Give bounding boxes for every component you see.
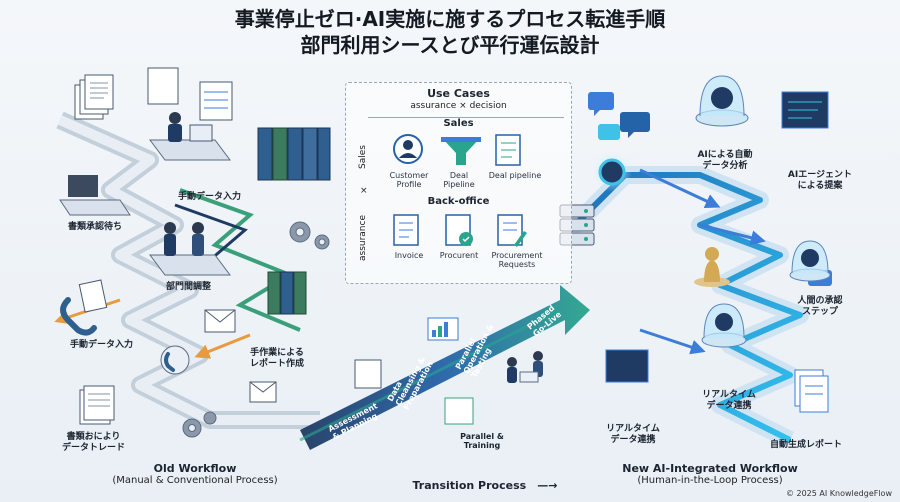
ai-brain-icon bbox=[695, 75, 831, 348]
label-procurent: Procurent bbox=[439, 251, 479, 260]
backoffice-icons bbox=[393, 214, 527, 247]
transition-title: Transition Process bbox=[412, 479, 527, 492]
label-deal-pipeline: Deal Pipeline bbox=[443, 171, 475, 189]
label-paper-trade-l1: 書類おにより bbox=[66, 432, 121, 442]
dashboard-icon bbox=[354, 317, 474, 425]
handshake-icon bbox=[149, 222, 231, 276]
new-workflow-subtitle: (Human-in-the-Loop Process) bbox=[637, 475, 783, 486]
old-workflow-subtitle: (Manual & Conventional Process) bbox=[112, 475, 278, 486]
new-workflow-title: New AI-Integrated Workflow bbox=[622, 462, 798, 475]
binders-icon-2 bbox=[267, 271, 307, 315]
human-approval-icon bbox=[694, 247, 730, 287]
monitor-icon bbox=[605, 91, 829, 383]
label-interdepartment: 部門間調整 bbox=[166, 282, 212, 292]
report-icon bbox=[794, 369, 829, 413]
title-line-1: 事業停止ゼロ·AI実施に施するプロセス転進手順 bbox=[234, 7, 666, 31]
paper-pile-icon bbox=[79, 385, 115, 425]
transition-ribbon bbox=[299, 285, 590, 450]
divider bbox=[368, 117, 564, 118]
transition-caption: Transition Process —→ bbox=[385, 474, 585, 493]
row-label-assurance: assurance bbox=[358, 214, 368, 261]
computer-desk-icon bbox=[59, 175, 131, 216]
copyright: © 2025 AI KnowledgeFlow bbox=[785, 489, 892, 498]
binders-icon bbox=[257, 127, 331, 181]
label-realtime-data: リアルタイム データ連携 bbox=[702, 390, 756, 411]
label-paper-trade-l2: データトレード bbox=[62, 443, 126, 453]
customer-profile-icon bbox=[393, 134, 423, 164]
row-label-sales: Sales bbox=[358, 145, 368, 169]
deal-pipeline-clipboard-icon bbox=[495, 134, 521, 166]
label-manual-report-l2: レポート作成 bbox=[250, 359, 305, 369]
label-manual-data-entry: 手動データ入力 bbox=[178, 192, 242, 202]
green-flow bbox=[179, 188, 301, 332]
deal-pipeline-icon bbox=[441, 137, 481, 165]
navy-flow bbox=[174, 203, 248, 262]
title-line-2: 部門利用シースとび平行運伝設計 bbox=[300, 33, 600, 57]
label-ai-agent-proposal: AIエージェント による提案 bbox=[787, 170, 853, 191]
row-label-x: × bbox=[360, 186, 368, 196]
use-cases-axis: assurance × decision bbox=[410, 101, 507, 111]
label-manual-report-l1: 手作業による bbox=[250, 348, 304, 358]
procurement-icon bbox=[445, 214, 473, 246]
label-manual-report: 手作業による レポート作成 bbox=[250, 348, 304, 370]
old-workflow-title: Old Workflow bbox=[153, 462, 237, 475]
old-workflow-caption: Old Workflow (Manual & Conventional Proc… bbox=[80, 462, 310, 486]
label-realtime-data-2: リアルタイム データ連携 bbox=[606, 424, 660, 445]
invoice-icon bbox=[393, 214, 419, 246]
transition-arrow: —→ bbox=[537, 479, 558, 492]
old-workflow-road bbox=[54, 111, 320, 429]
label-customer-profile: Customer Profile bbox=[389, 171, 429, 189]
label-auto-report: 自動生成レポート bbox=[770, 440, 843, 450]
label-procurement-requests: Procurement Requests bbox=[491, 251, 543, 269]
training-people-icon bbox=[507, 351, 543, 383]
spreadsheet-icon bbox=[147, 67, 233, 121]
sales-heading: Sales bbox=[443, 118, 474, 129]
phone-icon bbox=[60, 279, 108, 336]
label-human-approval: 人間の承認 ステップ bbox=[797, 296, 843, 317]
ai-hub-icon bbox=[592, 152, 632, 192]
label-invoice: Invoice bbox=[394, 251, 424, 260]
backoffice-heading: Back-office bbox=[427, 196, 490, 207]
label-ai-auto-analysis: AIによる自動 データ分析 bbox=[697, 150, 753, 171]
label-paper-trade: 書類おにより データトレード bbox=[62, 432, 125, 454]
telephone-icon bbox=[160, 345, 190, 375]
label-document-approval: 書類承認待ち bbox=[68, 222, 123, 232]
page-title: 事業停止ゼロ·AI実施に施するプロセス転進手順 部門利用シースとび平行運伝設計 bbox=[0, 6, 900, 58]
sales-icons bbox=[393, 134, 521, 166]
label-parallel-training: Parallel & Training bbox=[460, 432, 504, 450]
use-cases-title: Use Cases bbox=[427, 87, 490, 100]
worker-desk-icon bbox=[149, 112, 231, 161]
envelope-icon bbox=[204, 309, 277, 403]
procurement-requests-icon bbox=[497, 214, 527, 247]
gear-icon bbox=[182, 221, 330, 438]
orange-arrow-2 bbox=[194, 333, 251, 359]
document-stack-icon bbox=[74, 74, 114, 120]
ai-workflow-road bbox=[563, 166, 809, 449]
label-manual-data-entry-2: 手動データ入力 bbox=[70, 340, 134, 350]
use-cases-panel: Use Cases assurance × decision Sales Sal… bbox=[345, 82, 572, 284]
new-workflow-caption: New AI-Integrated Workflow (Human-in-the… bbox=[600, 462, 820, 486]
label-deal-pipeline-2: Deal pipeline bbox=[488, 171, 542, 180]
